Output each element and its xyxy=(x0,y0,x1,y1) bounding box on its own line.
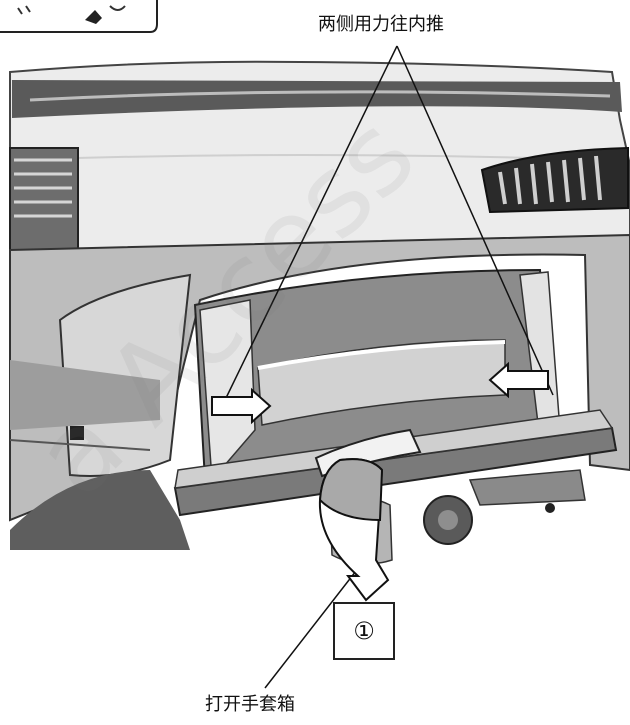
curved-open-arrow-icon xyxy=(318,458,390,602)
right-air-vent xyxy=(480,146,629,214)
leader-lines xyxy=(225,45,554,689)
push-inward-label: 两侧用力往内推 xyxy=(318,14,444,35)
open-glovebox-label: 打开手套箱 xyxy=(205,694,295,715)
glovebox-door xyxy=(173,409,618,517)
dashboard-top xyxy=(9,60,630,251)
push-arrow-right-icon xyxy=(488,361,549,399)
lower-dash-surround xyxy=(9,233,630,522)
push-arrow-left-icon xyxy=(211,387,272,425)
corner-icon-box xyxy=(0,0,158,33)
step-marker-box: ① xyxy=(333,602,395,660)
glovebox-cavity xyxy=(193,268,561,482)
